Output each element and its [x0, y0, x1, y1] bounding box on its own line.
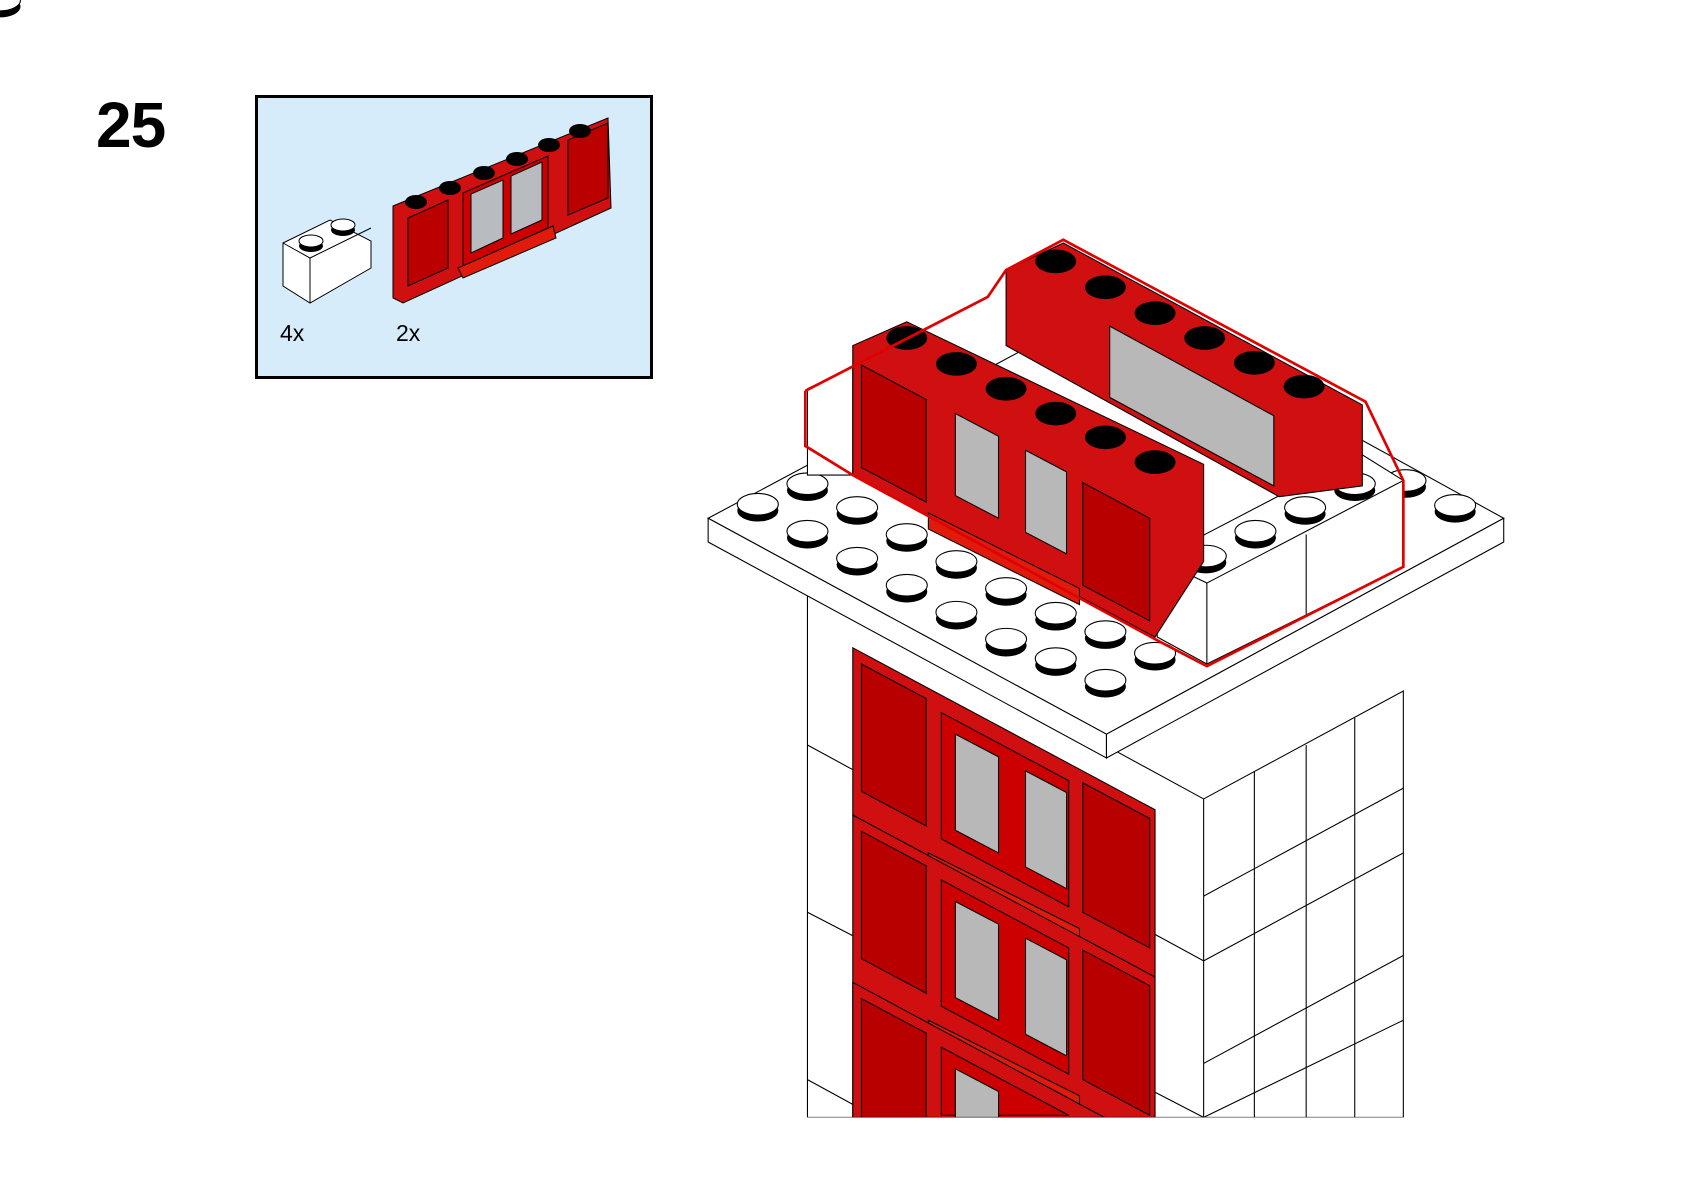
parts-illustration [282, 117, 612, 304]
window-floors [852, 646, 1156, 1118]
quantity-label: 4x [280, 320, 305, 346]
new-parts-highlight-outline [803, 238, 1405, 668]
parts-callout: 4x 2x [255, 95, 653, 379]
quantity-label: 2x [396, 320, 421, 346]
new-window-panel-back [1005, 242, 1363, 498]
tower-body [806, 582, 1404, 1118]
new-window-panel-front [852, 321, 1205, 638]
window-floor-bottom [852, 981, 1105, 1118]
step-number: 25 [96, 89, 166, 161]
white-brick-1x2-icon [282, 218, 372, 304]
red-window-panel-icon [392, 117, 612, 304]
studs [0, 0, 1477, 699]
